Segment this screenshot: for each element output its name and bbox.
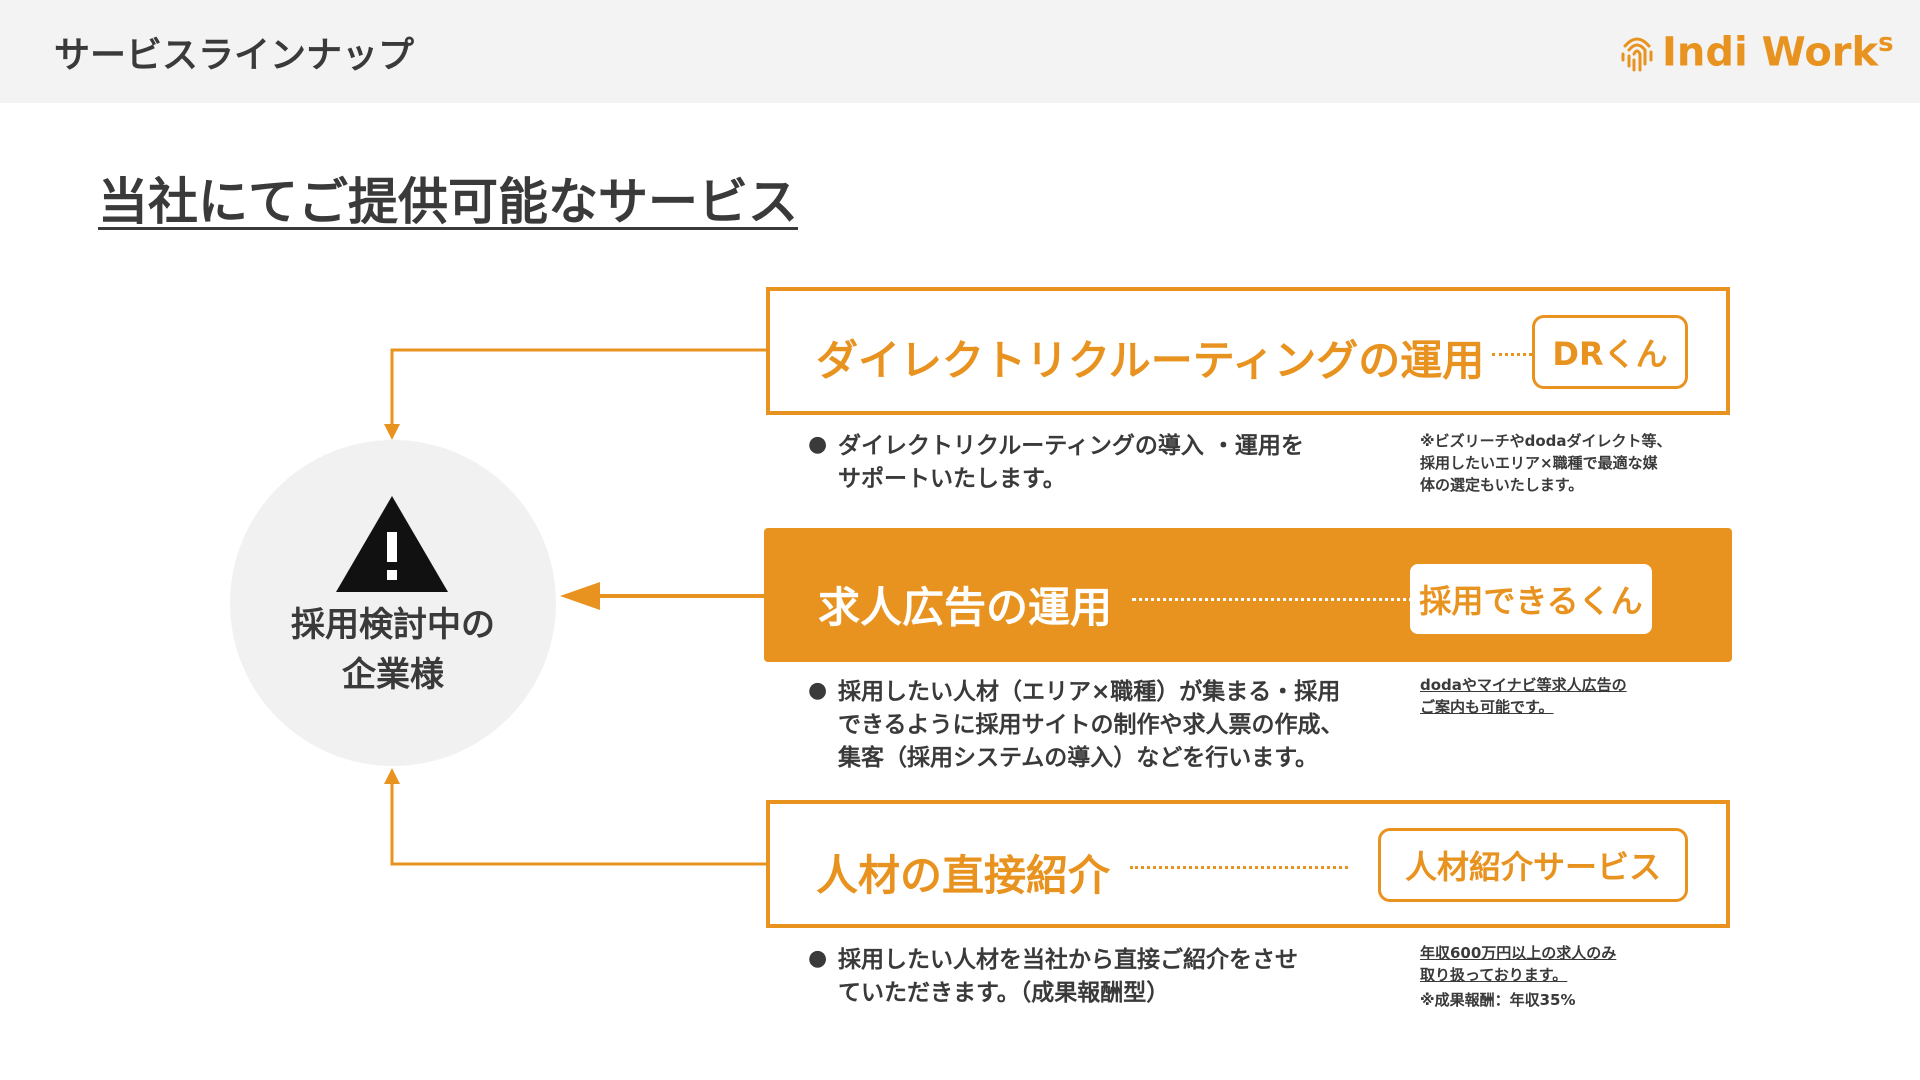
service-description: ダイレクトリクルーティングの導入 ・運用を サポートいたします。 <box>838 433 1304 492</box>
service-name: ダイレクトリクルーティングの運用 <box>816 336 1485 385</box>
service-name: 求人広告の運用 <box>818 583 1113 632</box>
dotted-leader <box>1130 866 1348 869</box>
header-bar: サービスラインナップ Indi Works <box>0 0 1920 103</box>
brand-logo: Indi Works <box>1620 24 1894 80</box>
badge-jinzai-shokai: 人材紹介サービス <box>1378 828 1688 902</box>
bullet-dot: ● <box>808 432 828 457</box>
badge-saiyo-dekiru-kun: 採用できるくん <box>1410 564 1652 634</box>
bullet-dot: ● <box>808 678 828 703</box>
service-box-job-ads: 求人広告の運用 採用できるくん <box>764 528 1732 662</box>
service-note: ※ビズリーチやdodaダイレクト等、 採用したいエリア×職種で最適な媒 体の選定… <box>1420 432 1672 494</box>
service-description: 採用したい人材を当社から直接ご紹介をさせ ていただきます。（成果報酬型） <box>838 947 1298 1006</box>
dotted-leader <box>1132 598 1432 601</box>
client-label: 採用検討中の 企業様 <box>291 605 495 695</box>
service-description: 採用したい人材（エリア×職種）が集まる・採用 できるように採用サイトの制作や求人… <box>838 679 1344 771</box>
bullet-dot: ● <box>808 946 828 971</box>
client-circle <box>230 440 556 766</box>
warning-triangle-icon <box>336 496 448 592</box>
service-note: 年収600万円以上の求人のみ 取り扱っております。 ※成果報酬：年収35% <box>1420 944 1617 1009</box>
service-name: 人材の直接紹介 <box>816 851 1111 900</box>
service-box-direct-recruiting: ダイレクトリクルーティングの運用 DRくん <box>766 287 1730 415</box>
service-note: dodaやマイナビ等求人広告の ご案内も可能です。 <box>1420 676 1627 716</box>
badge-dr-kun: DRくん <box>1532 315 1688 389</box>
dotted-leader <box>1492 353 1532 356</box>
fingerprint-icon <box>1621 37 1653 72</box>
service-box-direct-referral: 人材の直接紹介 人材紹介サービス <box>766 800 1730 928</box>
logo-wordmark: Indi Works <box>1662 28 1894 76</box>
header-title: サービスラインナップ <box>54 35 415 76</box>
section-title: 当社にてご提供可能なサービス <box>98 173 798 231</box>
